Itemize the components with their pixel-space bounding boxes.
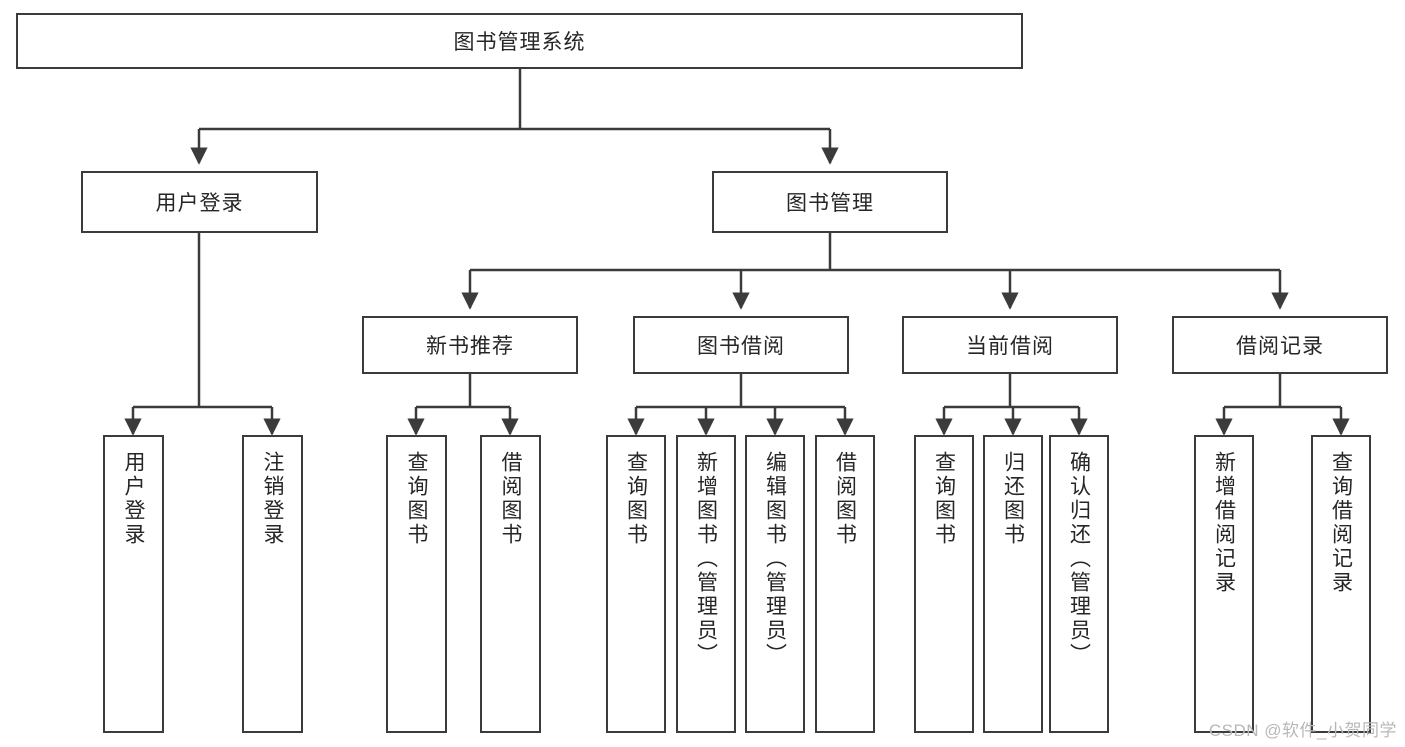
node-label: 查询借阅记录 [1329, 451, 1353, 595]
leaf-book-borrow-query[interactable]: 查询图书 [606, 435, 666, 733]
node-user-login[interactable]: 用户登录 [81, 171, 318, 233]
leaf-book-borrow-borrow[interactable]: 借阅图书 [815, 435, 875, 733]
leaf-borrow-record-add[interactable]: 新增借阅记录 [1194, 435, 1254, 733]
leaf-user-login-logout[interactable]: 注销登录 [242, 435, 303, 733]
node-label: 查询图书 [932, 451, 956, 547]
node-label: 当前借阅 [966, 335, 1054, 358]
node-book-borrow[interactable]: 图书借阅 [633, 316, 849, 374]
node-label: 确认归还（管理员） [1067, 451, 1091, 667]
leaf-new-book-borrow[interactable]: 借阅图书 [480, 435, 541, 733]
node-new-book-recommend[interactable]: 新书推荐 [362, 316, 578, 374]
node-label: 用户登录 [122, 451, 145, 547]
leaf-borrow-record-query[interactable]: 查询借阅记录 [1311, 435, 1371, 733]
node-label: 查询图书 [624, 451, 648, 547]
node-label: 编辑图书（管理员） [763, 451, 787, 667]
node-label: 用户登录 [155, 192, 244, 215]
node-label: 新书推荐 [426, 335, 514, 358]
node-label: 新增借阅记录 [1212, 451, 1236, 595]
watermark-text: CSDN @软件_小贺同学 [1208, 721, 1397, 740]
node-book-management-system[interactable]: 图书管理系统 [16, 13, 1023, 69]
leaf-book-borrow-edit[interactable]: 编辑图书（管理员） [745, 435, 805, 733]
node-current-borrow[interactable]: 当前借阅 [902, 316, 1118, 374]
node-label: 借阅记录 [1236, 335, 1324, 358]
leaf-current-borrow-query[interactable]: 查询图书 [914, 435, 974, 733]
leaf-new-book-query[interactable]: 查询图书 [386, 435, 447, 733]
node-label: 查询图书 [405, 451, 428, 547]
leaf-current-borrow-return[interactable]: 归还图书 [983, 435, 1043, 733]
node-label: 注销登录 [261, 451, 284, 547]
node-label: 图书借阅 [697, 335, 785, 358]
node-label: 借阅图书 [499, 451, 522, 547]
leaf-user-login-login[interactable]: 用户登录 [103, 435, 164, 733]
node-label: 图书管理 [786, 192, 874, 215]
node-label: 借阅图书 [833, 451, 857, 547]
node-label: 归还图书 [1001, 451, 1025, 547]
node-label: 图书管理系统 [453, 31, 586, 54]
node-label: 新增图书（管理员） [694, 451, 718, 667]
node-borrow-record[interactable]: 借阅记录 [1172, 316, 1388, 374]
leaf-current-borrow-confirm-return[interactable]: 确认归还（管理员） [1049, 435, 1109, 733]
node-book-management[interactable]: 图书管理 [712, 171, 948, 233]
leaf-book-borrow-add[interactable]: 新增图书（管理员） [676, 435, 736, 733]
